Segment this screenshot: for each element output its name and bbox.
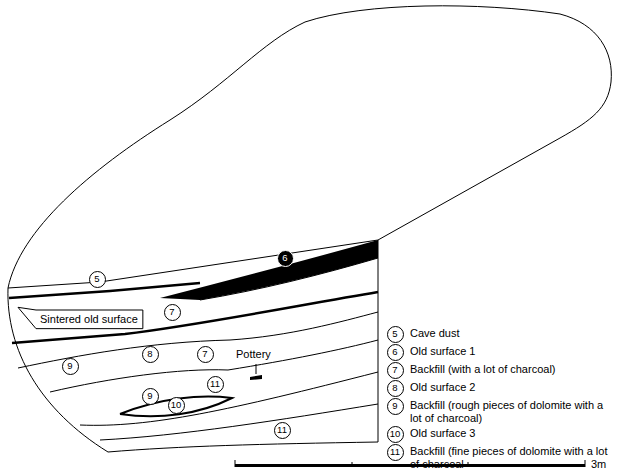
callout-circle: 8	[387, 380, 404, 397]
callout-circle: 11	[387, 444, 404, 461]
callout-number: 5	[392, 329, 397, 339]
callout-number: 9	[147, 391, 152, 401]
legend-text: Cave dust	[410, 327, 608, 340]
callout-circle: 9	[387, 398, 404, 415]
legend-text: Old surface 1	[410, 345, 608, 358]
callout-number: 7	[392, 365, 397, 375]
old-surface-1-band	[160, 240, 378, 300]
sintered-pointer	[18, 307, 143, 328]
callout-number: 7	[169, 307, 174, 317]
layer-line	[50, 370, 228, 392]
callout-number: 11	[210, 379, 220, 389]
callout-number: 6	[282, 253, 287, 263]
callout-number: 8	[147, 349, 152, 359]
scale-label: 3m	[591, 458, 606, 471]
legend-text: Old surface 2	[410, 381, 608, 394]
legend-text: Old surface 3	[410, 427, 608, 440]
callout-number: 11	[390, 447, 400, 457]
cave-outline	[8, 6, 611, 288]
callout-circle: 6	[387, 344, 404, 361]
callout-number: 11	[277, 425, 287, 435]
pottery-sherd	[250, 375, 262, 380]
section-edge	[378, 240, 379, 442]
surface-label: Sintered old surface	[40, 313, 138, 326]
callout-number: 5	[94, 274, 99, 284]
pottery-leader	[256, 364, 257, 374]
callout-number: 6	[392, 347, 397, 357]
callout-number: 10	[171, 400, 182, 410]
legend-text: Backfill (rough pieces of dolomite with …	[410, 399, 608, 424]
legend-text: Backfill (fine pieces of dolomite with a…	[410, 445, 608, 470]
callout-circle: 5	[387, 326, 404, 343]
callout-circle: 7	[387, 362, 404, 379]
callout-circle: 10	[168, 397, 185, 414]
callout-circle: 7	[164, 304, 181, 321]
layer-line	[100, 404, 378, 440]
callout-circle: 11	[274, 422, 291, 439]
callout-number: 9	[67, 361, 72, 371]
callout-number: 10	[390, 429, 401, 439]
callout-circle: 9	[142, 388, 159, 405]
callout-circle: 10	[387, 426, 404, 443]
layer-line	[228, 340, 378, 370]
callout-number: 8	[392, 383, 397, 393]
callout-circle: 8	[142, 346, 159, 363]
layer-line	[80, 372, 378, 425]
callout-circle: 7	[197, 346, 214, 363]
section-bottom	[108, 442, 378, 452]
callout-number: 9	[392, 401, 397, 411]
callout-circle: 9	[62, 358, 79, 375]
callout-circle: 5	[89, 271, 106, 288]
legend-text: Backfill (with a lot of charcoal)	[410, 363, 608, 376]
old-surface-3	[120, 397, 232, 417]
callout-circle: 11	[207, 376, 224, 393]
find-label: Pottery	[236, 348, 271, 361]
callout-circle: 6	[277, 250, 294, 267]
callout-number: 7	[202, 349, 207, 359]
